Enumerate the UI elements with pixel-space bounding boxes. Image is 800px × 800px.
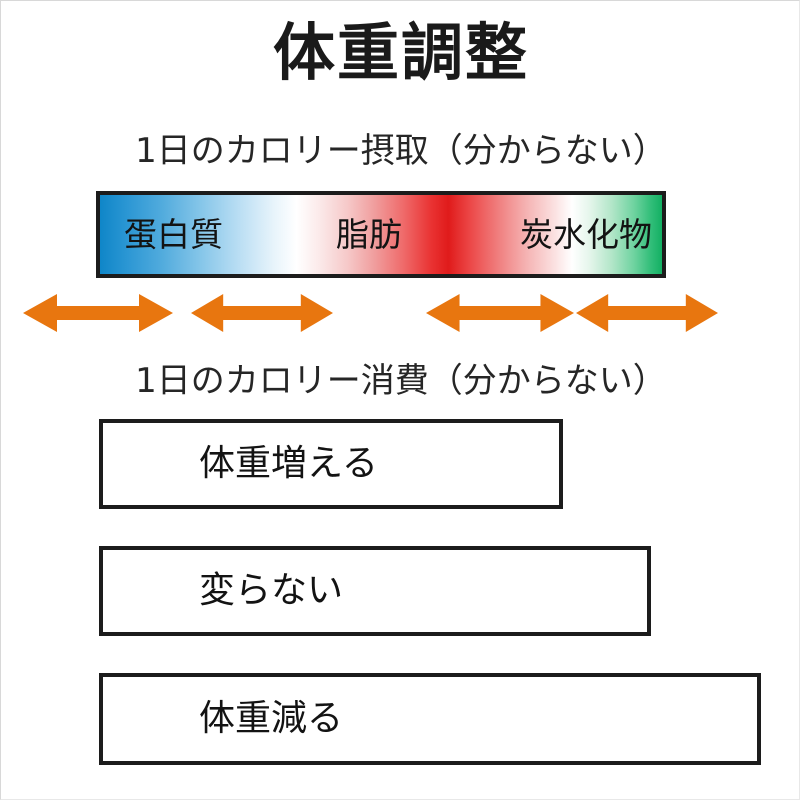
macro-label-protein: 蛋白質 bbox=[124, 214, 223, 254]
macro-label-fat: 脂肪 bbox=[336, 214, 402, 254]
arrow-row bbox=[1, 289, 799, 337]
outcome-label-weight-stable: 変らない bbox=[199, 570, 344, 611]
gradient-fill bbox=[100, 195, 662, 274]
double-headed-arrow-icon bbox=[426, 289, 574, 337]
outcome-label-weight-gain: 体重増える bbox=[199, 443, 378, 484]
macro-label-carbohydrate: 炭水化物 bbox=[520, 214, 652, 254]
double-headed-arrow-icon bbox=[576, 289, 718, 337]
double-headed-arrow-icon bbox=[23, 289, 173, 337]
page-title: 体重調整 bbox=[272, 16, 529, 89]
outcome-label-weight-loss: 体重減る bbox=[199, 698, 344, 739]
outcome-box-weight-gain: 体重増える bbox=[99, 419, 563, 509]
outcome-box-weight-loss: 体重減る bbox=[99, 673, 761, 765]
calorie-intake-label: 1日のカロリー摂取（分からない） bbox=[135, 131, 667, 171]
outcome-box-weight-stable: 変らない bbox=[99, 546, 651, 636]
double-headed-arrow-icon bbox=[191, 289, 333, 337]
calorie-burn-label: 1日のカロリー消費（分からない） bbox=[135, 361, 667, 401]
macronutrient-gradient-bar: 蛋白質 脂肪 炭水化物 bbox=[96, 191, 666, 278]
